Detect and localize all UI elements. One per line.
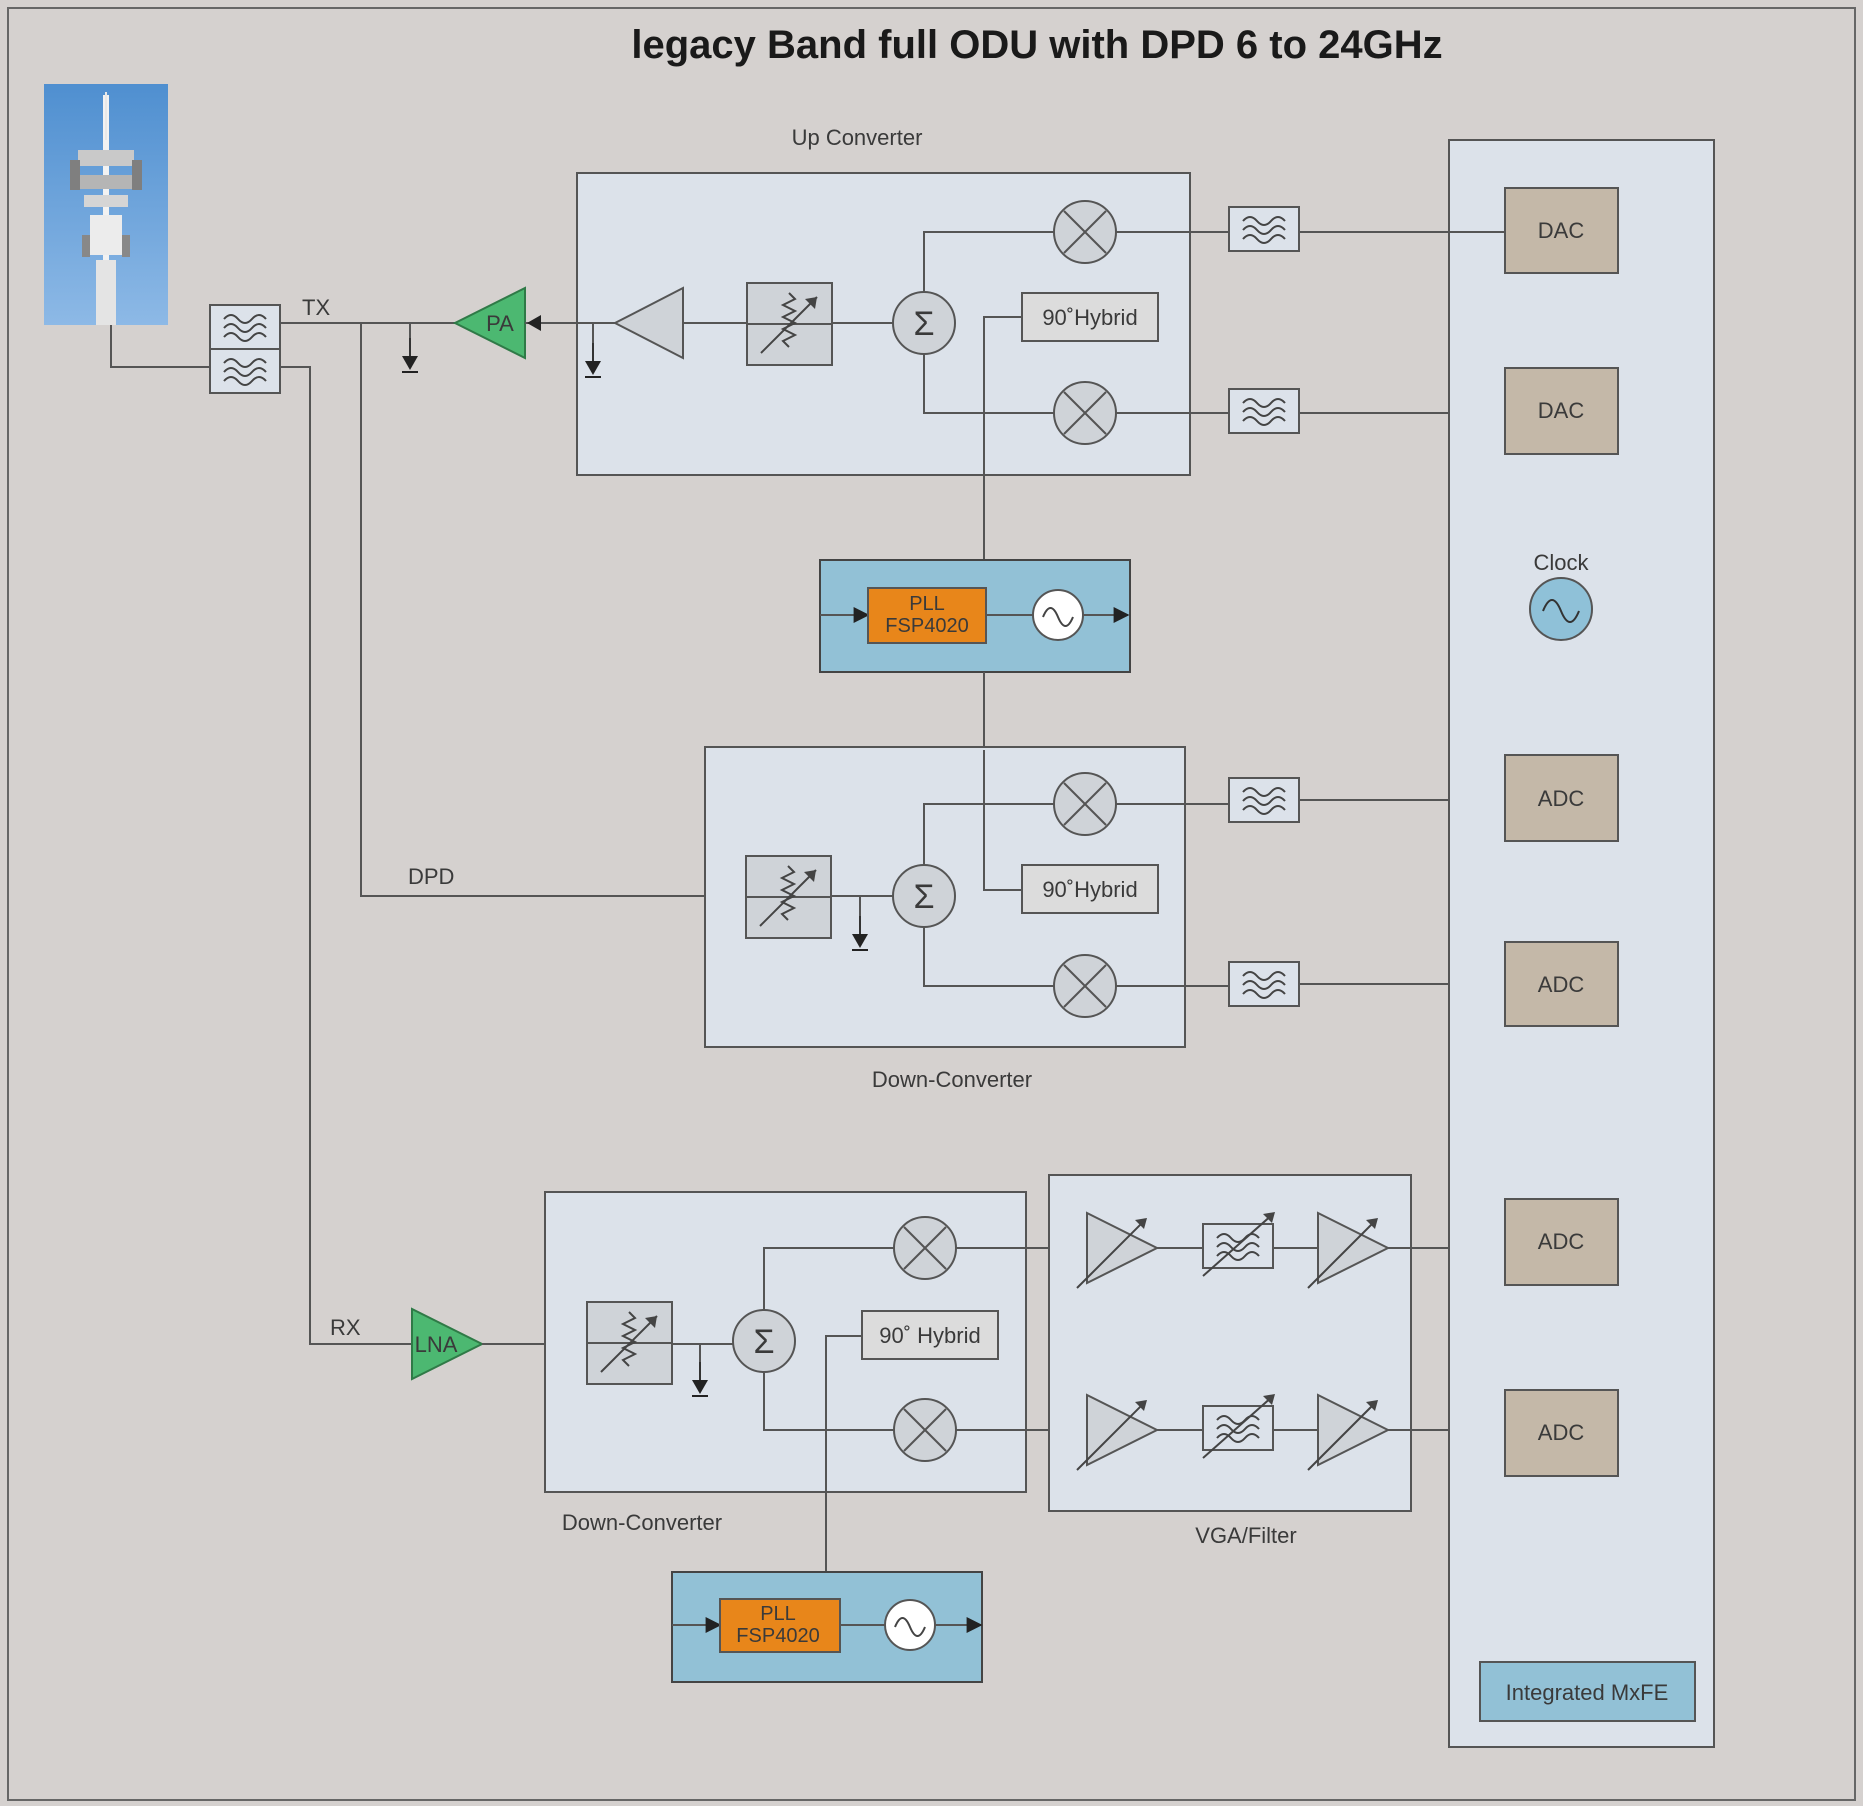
dpd-hybrid: 90˚Hybrid bbox=[1021, 864, 1159, 914]
dpd-filter-i bbox=[1228, 777, 1300, 823]
clock-label: Clock bbox=[1533, 550, 1589, 575]
dpd-label: DPD bbox=[408, 864, 454, 889]
rx-down-converter-label: Down-Converter bbox=[562, 1510, 722, 1535]
antenna-tower-photo bbox=[44, 84, 168, 325]
pll-chip-top: PLL FSP4020 bbox=[867, 587, 987, 644]
pll-chip-bottom: PLL FSP4020 bbox=[719, 1598, 841, 1653]
clock-oscillator-icon bbox=[1529, 577, 1593, 641]
diagram-frame bbox=[7, 7, 1856, 1801]
svg-text:ADC: ADC bbox=[1538, 972, 1585, 997]
adc-3: ADC bbox=[1504, 1198, 1619, 1286]
duplexer-rx-filter bbox=[209, 348, 281, 394]
dpd-down-converter-label: Down-Converter bbox=[872, 1067, 1032, 1092]
up-filter-q bbox=[1228, 388, 1300, 434]
svg-text:FSP4020: FSP4020 bbox=[885, 615, 968, 637]
duplexer-tx-filter bbox=[209, 304, 281, 350]
svg-text:PLL: PLL bbox=[760, 1603, 796, 1625]
up-converter-mixer-i bbox=[1053, 200, 1117, 264]
svg-text:Σ: Σ bbox=[913, 878, 934, 916]
svg-text:Σ: Σ bbox=[753, 1323, 774, 1361]
adc-2: ADC bbox=[1504, 941, 1619, 1027]
svg-text:ADC: ADC bbox=[1538, 786, 1585, 811]
dpd-mixer-q bbox=[1053, 954, 1117, 1018]
dpd-summer: Σ bbox=[892, 864, 956, 928]
dac-2: DAC bbox=[1504, 367, 1619, 455]
adc-1: ADC bbox=[1504, 754, 1619, 842]
rx-summer: Σ bbox=[732, 1309, 796, 1373]
dpd-attenuator bbox=[745, 855, 832, 939]
rx-hybrid: 90˚ Hybrid bbox=[861, 1310, 999, 1360]
oscillator-icon bbox=[884, 1599, 936, 1651]
up-converter-mixer-q bbox=[1053, 381, 1117, 445]
mxfe-label-box: Integrated MxFE bbox=[1479, 1661, 1696, 1722]
diagram-title: legacy Band full ODU with DPD 6 to 24GHz bbox=[631, 23, 1442, 67]
dac-1: DAC bbox=[1504, 187, 1619, 274]
rx-mixer-i bbox=[893, 1216, 957, 1280]
dpd-filter-q bbox=[1228, 961, 1300, 1007]
svg-text:90˚Hybrid: 90˚Hybrid bbox=[1042, 305, 1137, 330]
lna-label: LNA bbox=[415, 1332, 458, 1357]
rx-label: RX bbox=[330, 1315, 361, 1340]
up-converter-label: Up Converter bbox=[792, 125, 923, 150]
svg-text:PLL: PLL bbox=[909, 593, 945, 615]
up-filter-i bbox=[1228, 206, 1300, 252]
tx-label: TX bbox=[302, 295, 330, 320]
svg-text:DAC: DAC bbox=[1538, 398, 1585, 423]
svg-text:DAC: DAC bbox=[1538, 218, 1585, 243]
up-converter-hybrid: 90˚Hybrid bbox=[1021, 292, 1159, 342]
svg-text:Integrated MxFE: Integrated MxFE bbox=[1506, 1680, 1669, 1705]
svg-text:90˚Hybrid: 90˚Hybrid bbox=[1042, 877, 1137, 902]
rx-attenuator bbox=[586, 1301, 673, 1385]
dpd-mixer-i bbox=[1053, 772, 1117, 836]
lna-amplifier: LNA bbox=[411, 1307, 485, 1381]
pa-label: PA bbox=[486, 311, 514, 336]
vga-filter-label: VGA/Filter bbox=[1195, 1523, 1296, 1548]
adc-4: ADC bbox=[1504, 1389, 1619, 1477]
rx-mixer-q bbox=[893, 1398, 957, 1462]
svg-text:ADC: ADC bbox=[1538, 1420, 1585, 1445]
svg-text:Σ: Σ bbox=[913, 305, 934, 343]
up-converter-attenuator bbox=[746, 282, 833, 366]
svg-text:ADC: ADC bbox=[1538, 1229, 1585, 1254]
oscillator-icon bbox=[1032, 589, 1084, 641]
up-converter-summer: Σ bbox=[892, 291, 956, 355]
svg-text:FSP4020: FSP4020 bbox=[736, 1625, 819, 1647]
svg-text:90˚ Hybrid: 90˚ Hybrid bbox=[879, 1323, 980, 1348]
